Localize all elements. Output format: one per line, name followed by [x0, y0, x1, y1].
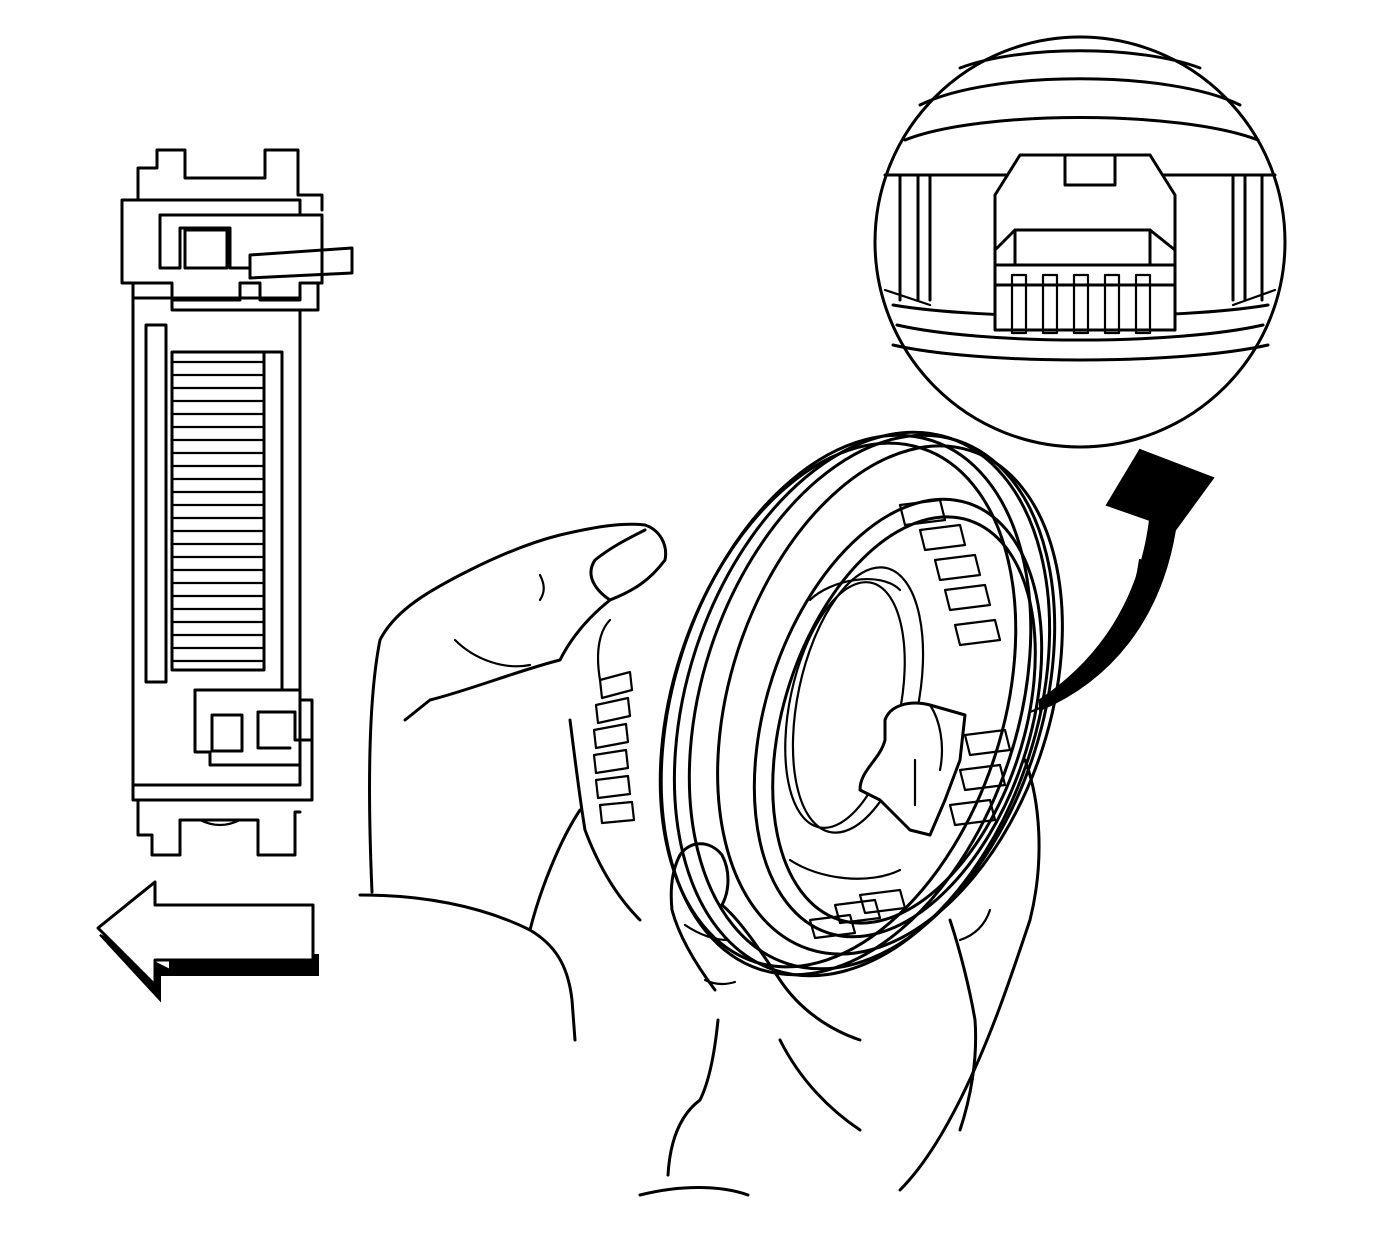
hands-holding-sleeve	[358, 430, 1064, 1197]
synchronizer-side-view	[120, 148, 354, 857]
spline-lines	[170, 360, 266, 663]
internal-splines	[808, 498, 1012, 940]
detail-view	[873, 35, 1287, 449]
curved-arrow-icon	[1028, 448, 1215, 714]
hub-teeth-left	[592, 670, 636, 825]
left-arrow-icon	[96, 880, 319, 1003]
